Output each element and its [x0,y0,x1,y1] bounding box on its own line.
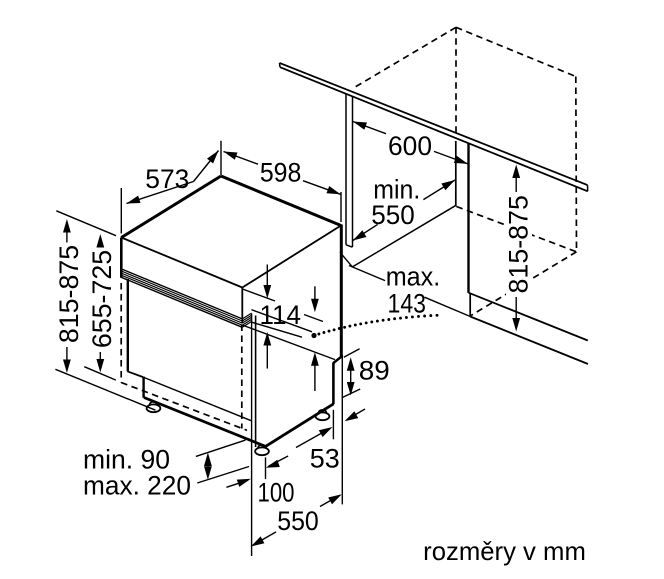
svg-text:550: 550 [371,200,415,230]
svg-text:rozměry v mm: rozměry v mm [423,538,586,566]
svg-text:100: 100 [258,478,295,508]
svg-text:143: 143 [388,289,427,319]
svg-text:815-875: 815-875 [54,245,84,343]
svg-text:598: 598 [260,158,302,188]
svg-text:655-725: 655-725 [87,250,117,348]
svg-text:max.: max. [386,262,441,292]
svg-text:53: 53 [310,444,340,474]
svg-text:min.: min. [373,174,420,204]
svg-text:89: 89 [359,356,390,386]
svg-text:815-875: 815-875 [504,195,534,293]
svg-text:min. 90: min. 90 [83,445,170,475]
svg-text:550: 550 [277,506,319,536]
svg-text:573: 573 [145,164,189,194]
svg-text:114: 114 [260,300,302,330]
svg-text:600: 600 [388,131,432,161]
svg-text:max. 220: max. 220 [83,471,191,501]
